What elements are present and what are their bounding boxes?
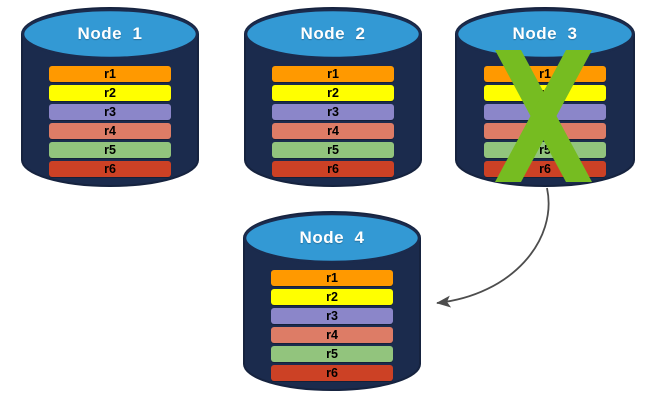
node-4-row-r1[interactable]: r1 (271, 270, 393, 286)
node-1-top-disc (21, 8, 199, 60)
node-3-row-r1[interactable]: r1 (484, 66, 606, 82)
node-4-row-r6[interactable]: r6 (271, 365, 393, 381)
node-4-row-r2[interactable]: r2 (271, 289, 393, 305)
node-4-row-r4[interactable]: r4 (271, 327, 393, 343)
node-3-row-r5[interactable]: r5 (484, 142, 606, 158)
node-4-top-disc (243, 212, 421, 264)
node-1-row-r2[interactable]: r2 (49, 85, 171, 101)
node-2-top-disc (244, 8, 422, 60)
node-1-row-r4[interactable]: r4 (49, 123, 171, 139)
node-3-rows: r1 r2 r3 r4 r5 r6 (455, 66, 635, 177)
node-3-top-disc (455, 8, 635, 60)
node-2-row-r6[interactable]: r6 (272, 161, 394, 177)
node-2-row-r2[interactable]: r2 (272, 85, 394, 101)
node-1-row-r5[interactable]: r5 (49, 142, 171, 158)
node-3-row-r3[interactable]: r3 (484, 104, 606, 120)
node-4-row-r5[interactable]: r5 (271, 346, 393, 362)
node-1-row-r1[interactable]: r1 (49, 66, 171, 82)
node-3-row-r2[interactable]: r2 (484, 85, 606, 101)
node-2-rows: r1 r2 r3 r4 r5 r6 (244, 66, 422, 177)
node-3-row-r4[interactable]: r4 (484, 123, 606, 139)
node-1-row-r3[interactable]: r3 (49, 104, 171, 120)
node-4-row-r3[interactable]: r3 (271, 308, 393, 324)
node-4-rows: r1 r2 r3 r4 r5 r6 (243, 270, 421, 381)
node-1-row-r6[interactable]: r6 (49, 161, 171, 177)
node-2-row-r4[interactable]: r4 (272, 123, 394, 139)
node-2-row-r1[interactable]: r1 (272, 66, 394, 82)
node-2-row-r3[interactable]: r3 (272, 104, 394, 120)
node-3-row-r6[interactable]: r6 (484, 161, 606, 177)
node-1-rows: r1 r2 r3 r4 r5 r6 (21, 66, 199, 177)
node-2-row-r5[interactable]: r5 (272, 142, 394, 158)
